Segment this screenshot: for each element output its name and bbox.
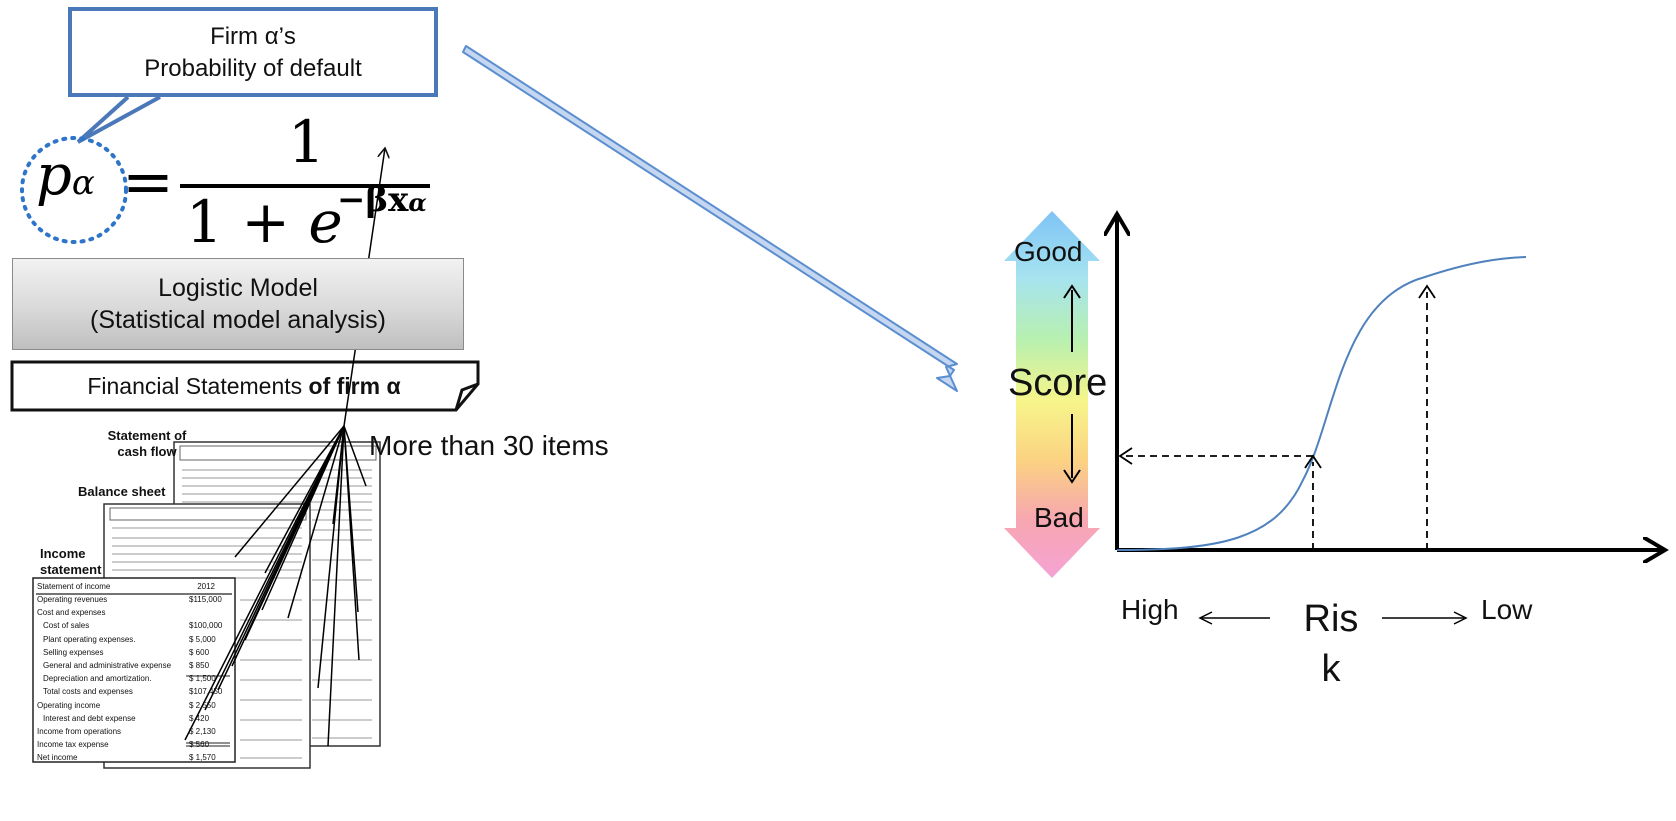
- income-row: Net income $ 1,570: [37, 751, 233, 764]
- income-row-value: $115,000: [189, 595, 222, 604]
- income-row-value: $ 1,570: [189, 753, 216, 763]
- financial-statements-label: Financial Statements of firm α: [87, 373, 401, 399]
- income-row: Income from operations $ 2,130: [37, 725, 233, 738]
- statements-banner: [10, 360, 480, 412]
- income-row: Cost of sales $100,000: [37, 619, 233, 632]
- cash-flow-label: Statement of cash flow: [107, 428, 187, 459]
- equation-lhs: pα: [36, 143, 95, 208]
- logistic-curve: [1116, 256, 1527, 551]
- income-row-label: Total costs and expenses: [43, 687, 133, 697]
- item-connector-lines: [184, 148, 385, 747]
- dashed-arrowheads: [1118, 284, 1436, 469]
- income-row: Operating revenues $115,000: [37, 593, 233, 606]
- income-row: Operating income $ 2,550: [37, 699, 233, 712]
- income-row-label: Depreciation and amortization.: [43, 674, 152, 684]
- high-risk-label: High: [1121, 594, 1179, 625]
- income-row-value: $100,000: [189, 621, 223, 631]
- income-row: General and administrative expense $ 850: [37, 659, 233, 672]
- income-row-label: Cost and expenses: [37, 608, 106, 618]
- logistic-model-box: Logistic Model (Statistical model analys…: [12, 258, 464, 350]
- income-row-value: $ 5,000: [189, 634, 216, 644]
- score-label: Score: [1008, 362, 1108, 404]
- income-title-row: Statement of income 2012: [37, 582, 215, 591]
- callout-line-2: Probability of default: [144, 55, 362, 82]
- income-statement-table: Statement of income 2012 Operating reven…: [37, 580, 233, 764]
- score-inner-arrows: [1063, 284, 1081, 484]
- income-row-label: Cost of sales: [43, 621, 90, 631]
- income-row: Depreciation and amortization. $ 1,500: [37, 672, 233, 685]
- good-label: Good: [1014, 236, 1083, 267]
- flow-arrow: [462, 45, 958, 392]
- income-row-value: $ 1,500: [189, 674, 216, 684]
- model-line-1: Logistic Model: [158, 274, 318, 302]
- risk-axis-label: Risk: [1303, 598, 1359, 690]
- income-row: Selling expenses $ 600: [37, 646, 233, 659]
- items-count-note: More than 30 items: [369, 430, 609, 461]
- callout-line-1: Firm α’s: [210, 23, 296, 50]
- risk-arrows: [1198, 611, 1468, 625]
- equation-denominator: 1 + e: [186, 188, 343, 256]
- equation-exponent: −βxα: [337, 180, 427, 220]
- income-row: Total costs and expenses $107,450: [37, 685, 233, 698]
- income-row: Plant operating expenses. $ 5,000: [37, 633, 233, 646]
- income-row-value: $ 560: [189, 740, 210, 750]
- dashed-guides: [1126, 292, 1428, 550]
- equation-equals: =: [122, 145, 174, 218]
- income-statement-label: Income statement: [40, 546, 102, 577]
- income-row-label: Operating revenues: [37, 595, 108, 604]
- document-income-statement: [32, 577, 236, 763]
- income-row-value: $ 420: [189, 713, 210, 723]
- income-row-value: $ 2,130: [189, 726, 216, 736]
- income-row-label: Interest and debt expense: [43, 713, 136, 723]
- income-row-value: $107,450: [189, 687, 223, 697]
- low-risk-label: Low: [1481, 594, 1533, 625]
- income-row-label: Income from operations: [37, 726, 122, 736]
- model-line-2: (Statistical model analysis): [90, 306, 386, 334]
- probability-callout: Firm α’s Probability of default: [68, 7, 438, 97]
- score-gradient-bar: [1004, 211, 1100, 578]
- income-row-label: Plant operating expenses.: [43, 634, 136, 644]
- income-row-label: Net income: [37, 753, 78, 763]
- bad-label: Bad: [1034, 502, 1084, 533]
- balance-sheet-label: Balance sheet: [78, 484, 166, 499]
- income-row-value: $ 850: [189, 660, 210, 670]
- equation-numerator: 1: [288, 108, 325, 176]
- income-row-value: [189, 606, 233, 619]
- income-row-label: Operating income: [37, 700, 101, 710]
- callout-tail: [76, 95, 161, 144]
- income-row: Cost and expenses: [37, 606, 233, 619]
- income-row-value: $ 2,550: [189, 700, 216, 710]
- highlight-circle: [20, 136, 128, 244]
- income-row-label: Selling expenses: [43, 647, 104, 657]
- income-row-label: General and administrative expense: [43, 660, 172, 670]
- income-row: Interest and debt expense $ 420: [37, 712, 233, 725]
- income-row-value: $ 600: [189, 647, 210, 657]
- income-row: Income tax expense $ 560: [37, 738, 233, 751]
- income-row-label: Income tax expense: [37, 740, 109, 750]
- banner-fold: [454, 382, 479, 411]
